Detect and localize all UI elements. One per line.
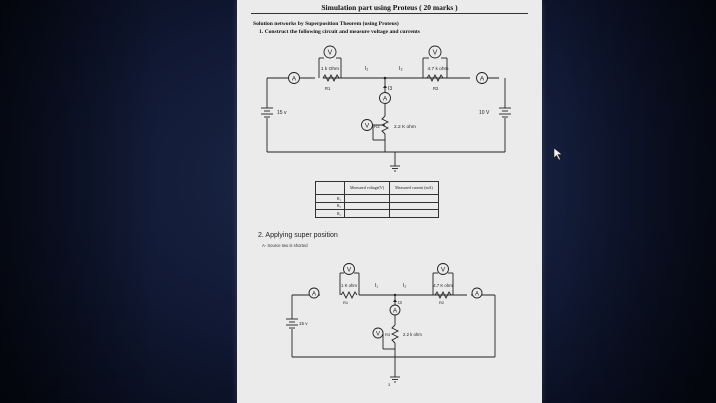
resistor-r2 <box>426 73 444 83</box>
r1-name-label: R1 <box>343 300 349 305</box>
ammeter-middle: A <box>389 304 401 316</box>
i3-label: I3 <box>398 300 402 305</box>
row-label: R₂ <box>315 201 345 210</box>
resistor-r2 <box>434 290 452 300</box>
circuit-diagram-2: V V A A A V 1 K ohm R1 <box>286 263 496 383</box>
section-2-heading: 2. Applying super position <box>258 232 338 239</box>
table-row: R₃ <box>315 209 439 218</box>
row-label: R₁ <box>315 194 345 203</box>
voltmeter-r1: V <box>343 263 355 275</box>
title-underline <box>251 13 528 14</box>
source-10v-label: 10 V <box>479 110 490 116</box>
r2-name-label: R2 <box>433 86 439 91</box>
ammeter-left: A <box>288 72 300 84</box>
svg-text:A: A <box>383 96 388 103</box>
i2-label: I₂ <box>399 66 403 72</box>
i3-label: I3 <box>388 86 392 92</box>
svg-text:V: V <box>328 50 333 57</box>
r1-value-label: 1 K ohm <box>341 283 357 288</box>
voltmeter-r2: V <box>428 45 442 59</box>
table-row: R₁ <box>315 194 439 203</box>
r3-value-label: 2.2 k ohm <box>403 332 422 337</box>
table-corner <box>315 181 345 195</box>
document-page: Simulation part using Proteus ( 20 marks… <box>237 0 542 403</box>
voltmeter-r2: V <box>437 263 449 275</box>
row-label: R₃ <box>315 209 345 218</box>
svg-text:V: V <box>347 267 352 274</box>
i2-label: I₂ <box>403 283 406 289</box>
svg-text:A: A <box>292 76 297 83</box>
col-current-header: Measured current (mA) <box>389 181 439 195</box>
i1-label: I₁ <box>375 283 378 289</box>
ammeter-left: A <box>308 287 320 299</box>
circuit-diagram-1: V V A A A V <box>261 45 511 172</box>
intro-line: Solution networks by Superposition Theor… <box>253 21 399 27</box>
i1-label: I₁ <box>365 66 369 72</box>
i3-arrow <box>393 299 397 302</box>
svg-text:A: A <box>393 309 397 315</box>
resistor-r3 <box>380 115 390 135</box>
measurement-table: Measured voltage(V) Measured current (mA… <box>315 181 439 218</box>
svg-text:A: A <box>480 76 485 83</box>
ammeter-middle: A <box>379 92 391 104</box>
svg-text:V: V <box>365 123 370 130</box>
battery-15v <box>286 318 298 329</box>
r3-name-label: R3 <box>385 332 391 337</box>
document-title: Simulation part using Proteus ( 20 marks… <box>321 3 458 12</box>
battery-10v <box>499 107 511 118</box>
r1-name-label: R1 <box>325 86 331 91</box>
r2-value-label: 4.7 k ohm <box>427 66 448 72</box>
r3-name-label: R3 <box>374 124 380 129</box>
svg-text:A: A <box>312 292 316 298</box>
svg-text:V: V <box>376 332 380 338</box>
table-row: R₂ <box>315 201 439 210</box>
svg-text:V: V <box>441 267 446 274</box>
svg-text:A: A <box>475 292 479 298</box>
r3-value-label: 2.2 K ohm <box>394 124 416 130</box>
voltmeter-r3: V <box>372 327 384 339</box>
battery-15v <box>261 107 273 118</box>
r1-value-label: 1 k Ohm <box>321 66 339 72</box>
ammeter-right: A <box>471 287 483 299</box>
source-15v-label: 15 v <box>299 321 308 326</box>
col-voltage-header: Measured voltage(V) <box>344 181 390 195</box>
svg-text:V: V <box>433 50 438 57</box>
i3-arrow <box>383 85 387 88</box>
voltmeter-r1: V <box>323 45 337 59</box>
r2-value-label: 4.7 K ohm <box>433 283 453 288</box>
r2-name-label: R2 <box>439 300 445 305</box>
resistor-r1 <box>340 290 358 300</box>
resistor-r3 <box>390 324 400 344</box>
mouse-cursor-icon <box>553 147 563 161</box>
voltmeter-r3: V <box>361 119 373 131</box>
page-number: 3 <box>388 382 391 387</box>
section-2-subheading: A- Source two is shorted <box>262 243 308 248</box>
task-1-line: 1. Construct the following circuit and m… <box>259 29 420 35</box>
resistor-r1 <box>322 73 340 83</box>
ammeter-right: A <box>476 72 488 84</box>
source-15v-label: 15 v <box>277 110 287 116</box>
